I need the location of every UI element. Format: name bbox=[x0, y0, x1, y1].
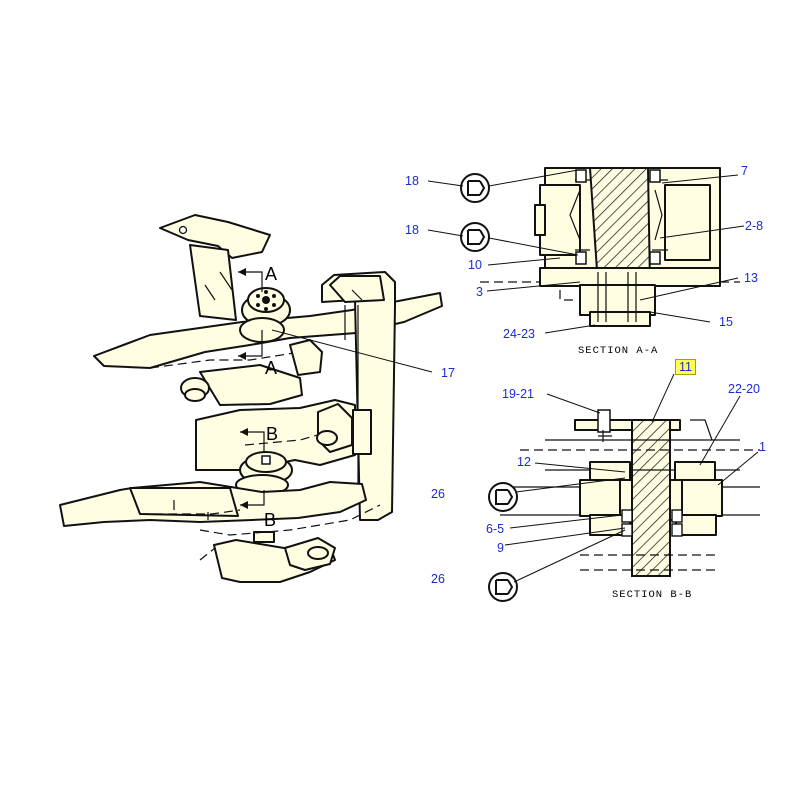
section-cut-label: A bbox=[265, 358, 278, 378]
callout-12[interactable]: 12 bbox=[517, 455, 531, 469]
callout-9[interactable]: 9 bbox=[497, 541, 504, 555]
section-cut-label: B bbox=[266, 424, 279, 444]
callout-18[interactable]: 18 bbox=[405, 223, 419, 237]
seal-detail-icon bbox=[488, 482, 518, 512]
isometric-assembly bbox=[59, 214, 443, 583]
section-b-b-title: SECTION B-B bbox=[612, 589, 693, 601]
section-a-a-drawing bbox=[480, 167, 740, 327]
callout-1[interactable]: 1 bbox=[759, 440, 766, 454]
callout-3[interactable]: 3 bbox=[476, 285, 483, 299]
leader-lines bbox=[271, 169, 759, 583]
callout-7[interactable]: 7 bbox=[741, 164, 748, 178]
section-b-b-drawing bbox=[500, 409, 760, 577]
callout-6-5[interactable]: 6-5 bbox=[486, 522, 505, 536]
callout-2-8[interactable]: 2-8 bbox=[745, 219, 764, 233]
callout-17[interactable]: 17 bbox=[441, 366, 455, 380]
callout-13[interactable]: 13 bbox=[744, 271, 758, 285]
section-cut-label: B bbox=[264, 510, 277, 530]
callout-18[interactable]: 18 bbox=[405, 174, 419, 188]
callout-11-highlighted[interactable]: 11 bbox=[675, 359, 696, 375]
callout-24-23[interactable]: 24-23 bbox=[503, 327, 535, 341]
callout-15[interactable]: 15 bbox=[719, 315, 733, 329]
callout-26[interactable]: 26 bbox=[431, 572, 445, 586]
section-cut-b bbox=[240, 428, 265, 509]
section-a-a-title: SECTION A-A bbox=[578, 345, 659, 357]
callout-19-21[interactable]: 19-21 bbox=[502, 387, 534, 401]
section-cut-a bbox=[238, 268, 263, 360]
callout-26[interactable]: 26 bbox=[431, 487, 445, 501]
callout-10[interactable]: 10 bbox=[468, 258, 482, 272]
callout-22-20[interactable]: 22-20 bbox=[728, 382, 760, 396]
seal-detail-icon bbox=[460, 173, 490, 203]
section-cut-label: A bbox=[265, 264, 278, 284]
seal-detail-icon bbox=[488, 572, 518, 602]
seal-detail-icon bbox=[460, 222, 490, 252]
